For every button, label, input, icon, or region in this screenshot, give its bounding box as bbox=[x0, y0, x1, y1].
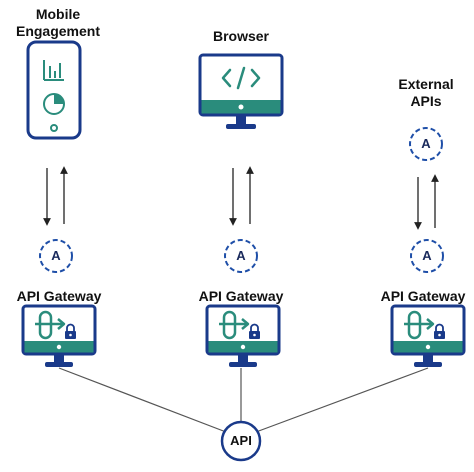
mobile-title-line2: Engagement bbox=[15, 23, 100, 39]
connector-gw1-api bbox=[58, 367, 227, 433]
auth-circle-3 bbox=[410, 239, 444, 273]
connector-gw3-api bbox=[255, 367, 429, 433]
gateway-monitor-icon-1 bbox=[21, 304, 97, 367]
external-title: External APIs bbox=[385, 76, 467, 110]
external-title-line1: External bbox=[398, 76, 454, 92]
auth-circle-2 bbox=[224, 239, 258, 273]
auth-circle-external-top bbox=[409, 127, 443, 161]
external-title-line2: APIs bbox=[410, 93, 442, 109]
gateway-label-2: API Gateway bbox=[198, 288, 284, 304]
auth-circle-1 bbox=[39, 239, 73, 273]
mobile-title: Mobile Engagement bbox=[0, 6, 116, 40]
browser-monitor-icon bbox=[198, 53, 284, 129]
api-circle bbox=[220, 420, 262, 462]
auth-badge-1: A bbox=[51, 248, 61, 263]
mobile-phone-icon bbox=[26, 40, 82, 140]
gateway-label-3: API Gateway bbox=[380, 288, 466, 304]
gateway-label-1: API Gateway bbox=[16, 288, 102, 304]
code-brackets-icon bbox=[221, 68, 232, 88]
auth-badge-external-top: A bbox=[421, 136, 431, 151]
auth-badge-2: A bbox=[236, 248, 246, 263]
gateway-monitor-icon-3 bbox=[390, 304, 466, 367]
auth-badge-3: A bbox=[422, 248, 432, 263]
gateway-monitor-icon-2 bbox=[205, 304, 281, 367]
api-label: API bbox=[230, 433, 252, 448]
mobile-title-line1: Mobile bbox=[35, 6, 81, 22]
browser-title: Browser bbox=[212, 28, 270, 44]
